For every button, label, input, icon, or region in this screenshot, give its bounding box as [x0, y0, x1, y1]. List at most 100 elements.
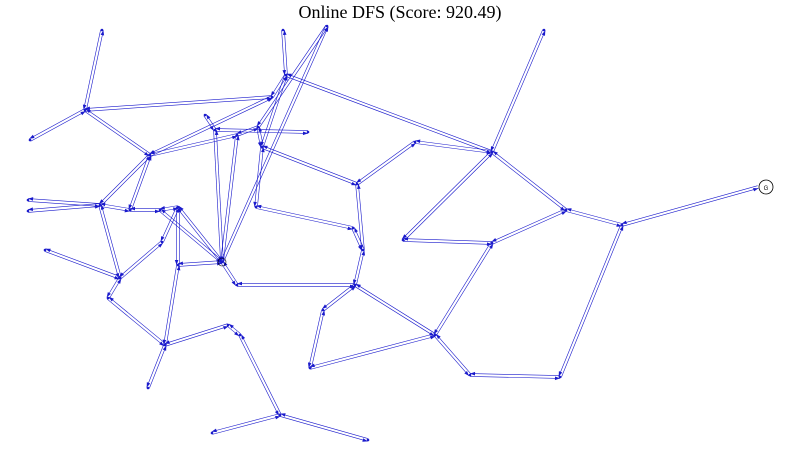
edge-line [166, 265, 180, 346]
graph-edge [226, 323, 242, 337]
graph-edge [84, 108, 151, 157]
goal-label: G [764, 186, 769, 192]
edge-arrowhead [282, 29, 287, 36]
graph-node [235, 283, 239, 287]
edge-arrowhead [321, 310, 326, 316]
graph-edge [211, 413, 281, 435]
edge-line [100, 203, 131, 209]
edge-line [163, 264, 177, 345]
edge-arrowhead [179, 206, 184, 212]
edge-arrowhead [464, 370, 469, 376]
edge-arrowhead [280, 413, 286, 417]
graph-edge [253, 146, 265, 208]
edge-line [357, 142, 416, 186]
graph-edge [29, 108, 86, 142]
graph-node [558, 375, 562, 379]
graph-edge [106, 277, 122, 299]
edge-arrowhead [29, 134, 35, 139]
graph-node [220, 260, 224, 264]
edge-line [284, 29, 288, 75]
edge-line [98, 153, 150, 205]
edge-arrowhead [257, 142, 262, 148]
graph-edge [414, 139, 493, 155]
edge-arrowhead [351, 181, 357, 186]
graph-node [351, 226, 355, 230]
edge-line [220, 134, 236, 262]
graph-edge [256, 126, 264, 148]
edge-arrowhead [275, 415, 281, 420]
edge-arrowhead [106, 292, 111, 298]
graph-edge [351, 227, 365, 251]
edge-line [149, 95, 272, 155]
graph-edge [128, 154, 152, 211]
edge-line [178, 205, 224, 262]
edge-line [118, 240, 162, 278]
edge-arrowhead [177, 207, 182, 212]
graph-node [235, 133, 239, 137]
edge-arrowhead [260, 141, 264, 147]
edge-arrowhead [488, 152, 493, 158]
graph-edge [433, 242, 494, 336]
edge-line [403, 152, 494, 242]
edge-arrowhead [256, 121, 262, 127]
edge-line [216, 129, 224, 262]
graph-edge [558, 224, 624, 378]
edge-line [86, 30, 104, 111]
edge-arrowhead [130, 206, 135, 211]
graph-node [564, 208, 568, 212]
edge-arrowhead [159, 206, 165, 210]
edge-arrowhead [350, 286, 356, 291]
graph-node [401, 238, 405, 242]
edge-arrowhead [214, 129, 219, 136]
graph-edge [149, 133, 238, 157]
graph-edge [84, 95, 273, 112]
edge-arrowhead [350, 284, 355, 289]
edge-line [356, 140, 415, 184]
edge-line [490, 152, 566, 212]
graph-edge [174, 207, 182, 265]
graph-node [176, 205, 180, 209]
graph-edge [279, 413, 369, 442]
edge-line [353, 249, 362, 285]
graph-node [118, 276, 122, 280]
edge-arrowhead [347, 226, 353, 231]
edge-arrowhead [236, 135, 240, 141]
edge-line [261, 148, 357, 186]
edge-arrowhead [309, 363, 315, 368]
edge-line [433, 242, 492, 335]
edge-arrowhead [223, 261, 228, 267]
graph-node [278, 413, 282, 417]
edge-line [98, 205, 119, 279]
edge-line [469, 376, 560, 379]
graph-edge [98, 153, 152, 207]
edge-line [310, 336, 436, 370]
edge-arrowhead [436, 334, 441, 340]
graph-edge [158, 208, 224, 264]
edge-arrowhead [124, 208, 130, 213]
edge-arrowhead [753, 187, 759, 192]
graph-node [620, 223, 624, 227]
graph-edge [401, 150, 494, 242]
edge-line [255, 208, 353, 230]
graph-edge [220, 25, 329, 263]
edge-line [84, 95, 272, 109]
edge-arrowhead [403, 236, 409, 241]
edge-arrowhead [45, 248, 51, 253]
edge-line [164, 323, 228, 344]
edge-arrowhead [415, 139, 421, 144]
edge-arrowhead [258, 126, 263, 132]
figure-title: Online DFS (Score: 920.49) [298, 2, 502, 22]
graph-edge [354, 283, 436, 337]
edge-line [160, 208, 224, 262]
edge-arrowhead [149, 150, 155, 155]
edge-line [29, 108, 85, 140]
edge-arrowhead [162, 339, 167, 345]
graph-edge [490, 29, 546, 153]
edge-arrowhead [232, 135, 238, 140]
edge-arrowhead [211, 428, 217, 433]
graph-node [306, 130, 310, 134]
edge-line [285, 76, 492, 154]
edge-line [28, 198, 101, 204]
graph-node [128, 208, 132, 212]
edge-line [470, 373, 561, 376]
